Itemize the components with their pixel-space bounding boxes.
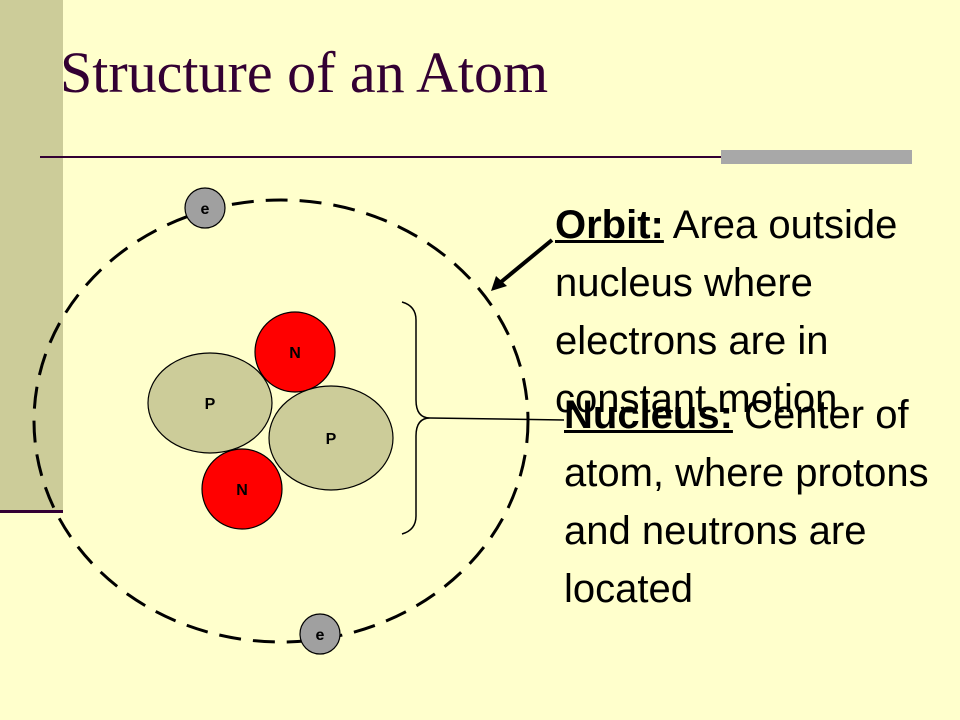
left-accent-underline — [0, 510, 63, 513]
nucleus-term: Nucleus: — [564, 393, 733, 437]
proton-left-label: P — [205, 396, 216, 413]
orbit-path — [32, 198, 530, 644]
proton-right: P — [268, 385, 394, 491]
left-accent-bar — [0, 0, 63, 510]
electron-bottom: e — [299, 613, 341, 655]
proton-right-label: P — [326, 431, 337, 448]
orbit-description: Area outside nucleus where electrons are… — [555, 203, 898, 421]
title-rule — [40, 156, 912, 158]
nucleus-leader-line — [429, 417, 565, 421]
neutron-top-label: N — [289, 345, 301, 362]
nucleus-bracket — [401, 301, 431, 535]
neutron-top: N — [254, 311, 336, 393]
orbit-definition: Orbit: Area outside nucleus where electr… — [555, 196, 935, 428]
nucleus-definition: Nucleus: Center of atom, where protons a… — [564, 386, 944, 618]
neutron-bottom-label: N — [236, 482, 248, 499]
title-accent-block — [721, 150, 912, 164]
electron-top: e — [184, 187, 226, 229]
neutron-bottom: N — [201, 448, 283, 530]
nucleus-description: Center of atom, where protons and neutro… — [564, 393, 929, 611]
proton-left: P — [147, 352, 273, 454]
orbit-term: Orbit: — [555, 203, 664, 247]
electron-top-label: e — [201, 201, 210, 218]
orbit-arrow-head — [491, 276, 507, 291]
orbit-arrow-line — [499, 238, 554, 284]
electron-bottom-label: e — [316, 627, 325, 644]
slide-title: Structure of an Atom — [60, 40, 549, 105]
